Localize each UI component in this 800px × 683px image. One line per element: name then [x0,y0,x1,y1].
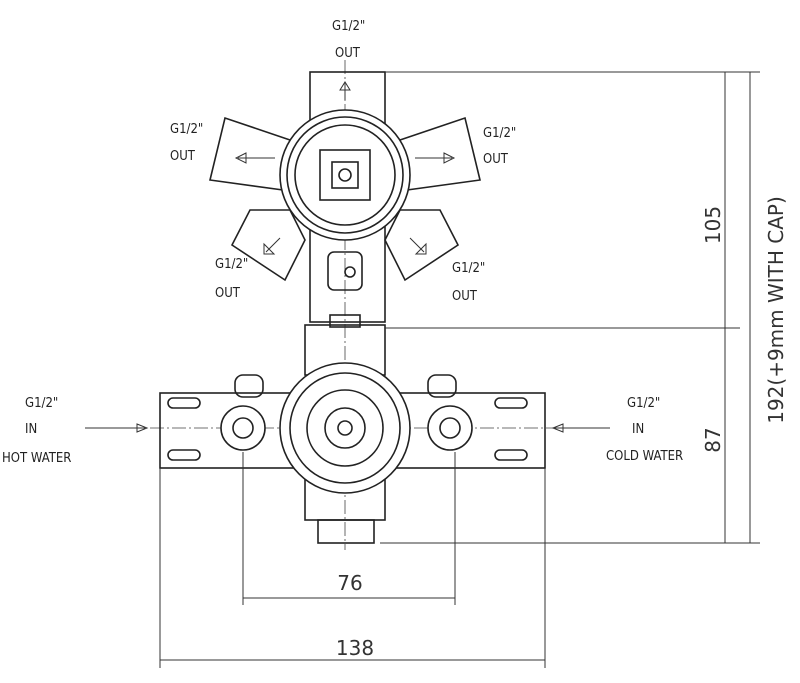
cold-inlet-arrow [551,423,610,433]
lower-right-out: OUT [452,289,478,304]
mixer-body [159,324,546,544]
cold-water-label: COLD WATER [606,449,683,464]
hot-water-label: HOT WATER [2,451,71,466]
top-out-thread: G1/2" [332,19,365,34]
dim-87: 87 [701,427,725,452]
hot-thread: G1/2" [25,396,58,411]
dim-76: 76 [337,571,362,595]
cold-in: IN [632,422,644,437]
upper-left-thread: G1/2" [170,122,203,137]
flow-arrows [234,81,456,255]
dim-105: 105 [701,206,725,244]
hot-in: IN [25,422,37,437]
top-out-label: OUT [335,46,361,61]
hot-inlet-arrow [85,423,149,433]
upper-left-out: OUT [170,149,196,164]
dim-192: 192(+9mm WITH CAP) [764,196,788,424]
cold-thread: G1/2" [627,396,660,411]
upper-right-out: OUT [483,152,509,167]
dimension-lines [159,71,760,668]
upper-right-thread: G1/2" [483,126,516,141]
lower-right-thread: G1/2" [452,261,485,276]
lower-left-out: OUT [215,286,241,301]
lower-left-thread: G1/2" [215,257,248,272]
diverter-body [209,71,481,328]
dim-138: 138 [336,636,374,660]
